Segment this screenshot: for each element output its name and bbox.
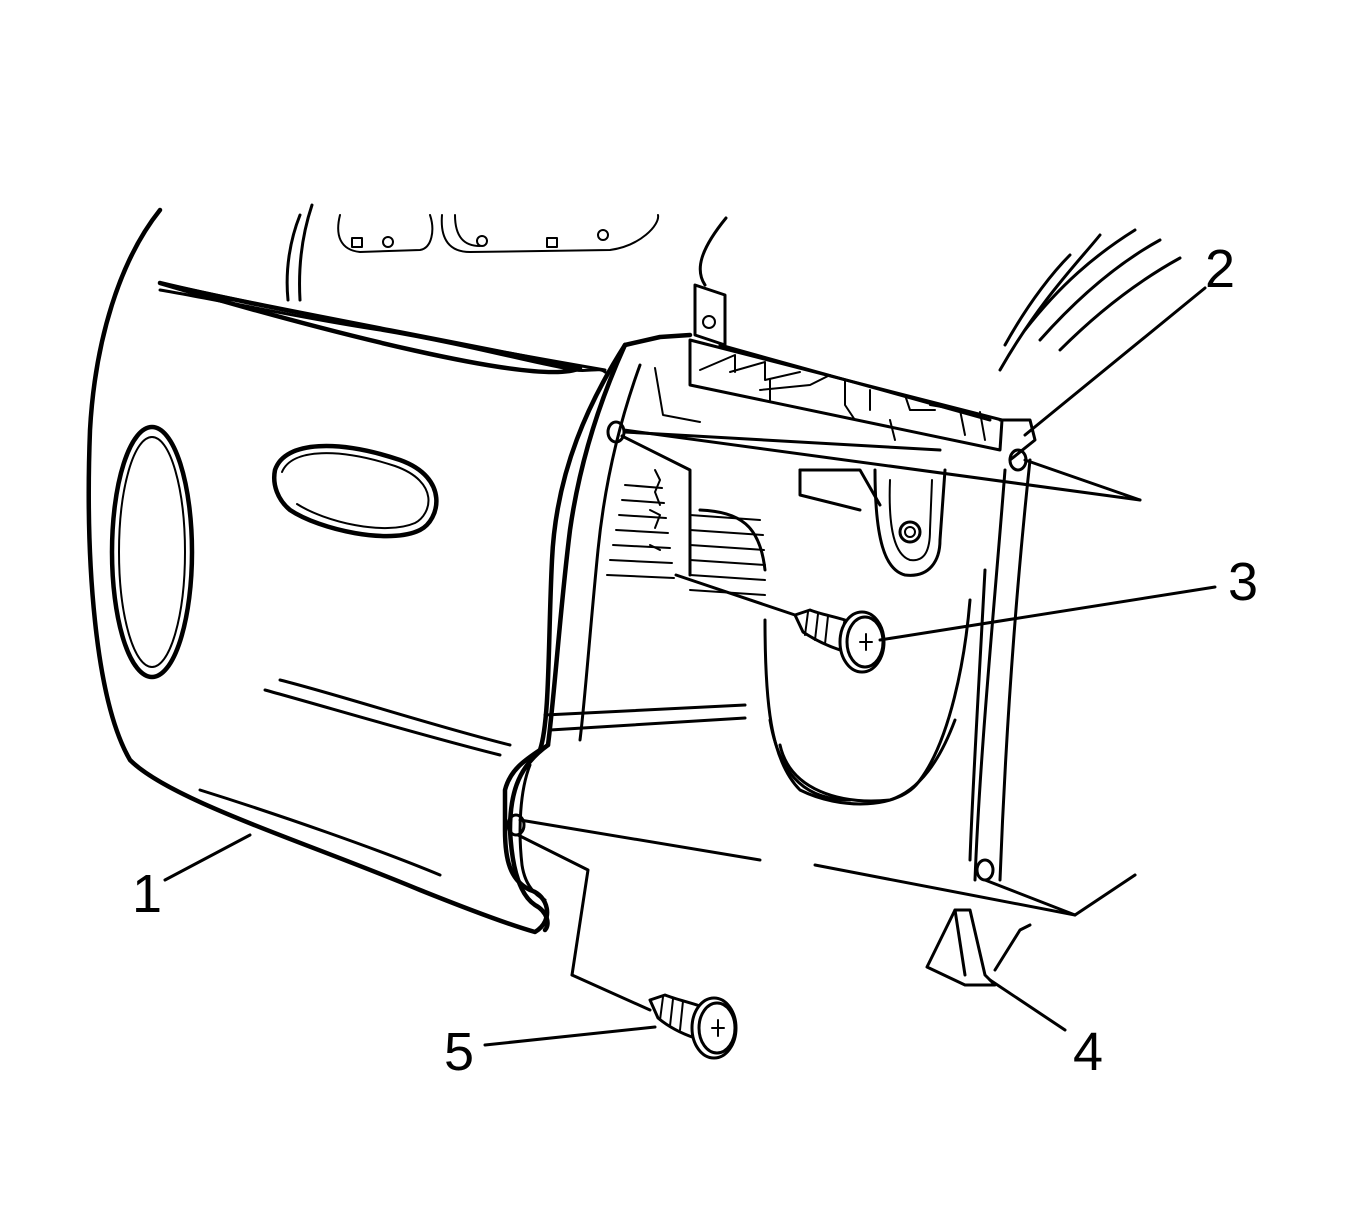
lower-clip-hole [975, 858, 995, 882]
callout-4: 4 [1073, 1022, 1103, 1082]
leader-3 [878, 585, 1217, 642]
leader-4 [988, 978, 1067, 1032]
leader-2 [1023, 286, 1207, 437]
callout-2: 2 [1205, 239, 1235, 299]
callout-labels: 1 2 3 4 5 [132, 239, 1258, 1082]
lower-hole [506, 813, 526, 837]
vehicle-body-structure [285, 203, 1182, 987]
callout-leaders [163, 286, 1217, 1047]
screw-upper [793, 608, 886, 674]
screw-lower [648, 993, 738, 1060]
vent-lines [606, 484, 766, 596]
leader-1 [163, 833, 252, 882]
callout-1: 1 [132, 864, 162, 924]
fastener-holes [506, 420, 1028, 882]
callout-3: 3 [1228, 552, 1258, 612]
alignment-lines [516, 428, 1142, 1012]
leader-5 [483, 1025, 657, 1047]
callout-5: 5 [444, 1022, 474, 1082]
trim-panel [86, 207, 701, 935]
